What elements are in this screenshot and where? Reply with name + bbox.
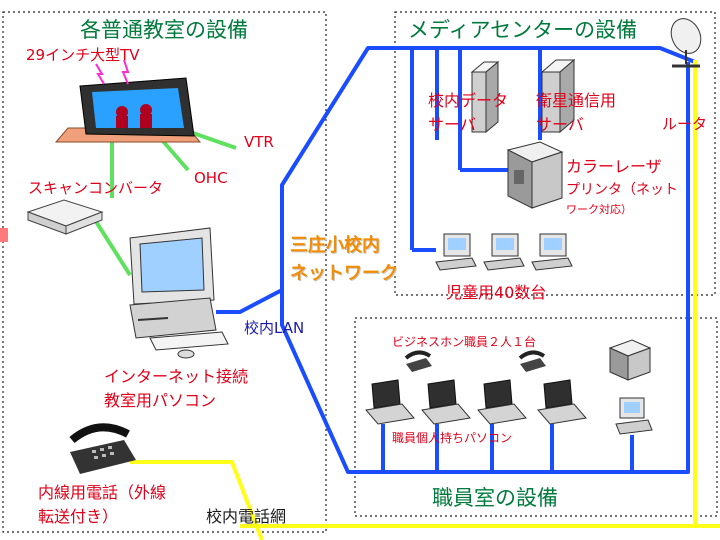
satellite-server-label-line2: サーバ (536, 115, 584, 134)
classroom-frame (2, 11, 327, 533)
data-server-label-line1: 校内データ (428, 91, 509, 110)
staff-pc-icon (615, 397, 653, 435)
business-phone-icons (404, 350, 546, 372)
lan-lines (216, 46, 696, 474)
extension-phone-label-line2: 転送付き） (38, 507, 119, 526)
media-center-section-title: メディアセンターの設備 (408, 18, 638, 42)
tv-icon (54, 59, 202, 143)
student-pcs-label: 児童用40数台 (446, 283, 547, 302)
router-label: ルータ (662, 115, 708, 133)
printer-label-line3: ワーク対応） (566, 203, 632, 216)
data-server-label-line2: サーバ (428, 115, 476, 134)
internet-pc-label-line2: 教室用パソコン (104, 391, 217, 410)
laptop-icon (421, 379, 471, 425)
laptop-icon (537, 379, 587, 425)
vtr-label: VTR (244, 133, 274, 151)
printer-icon (506, 141, 564, 209)
laptop-icon (365, 379, 415, 425)
student-pc-icons (435, 233, 573, 271)
scan-converter-icon (26, 199, 104, 235)
staff-room-frame (354, 317, 718, 517)
business-phone-icon (518, 350, 546, 372)
satellite-dish-icon (670, 18, 702, 68)
network-name-line2: ネットワーク (290, 263, 398, 284)
ohc-label: OHC (194, 169, 228, 187)
telephone-icon (69, 423, 136, 474)
satellite-server-icon (540, 58, 576, 134)
staff-pcs-label: 職員個人持ちパソコン (392, 431, 513, 445)
internet-pc-label-line1: インターネット接続 (104, 367, 249, 386)
edge-marker (0, 228, 8, 242)
student-pc-icon (483, 233, 525, 271)
tv-label: 29インチ大型TV (26, 46, 140, 64)
media-center-frame (394, 11, 716, 296)
business-phone-label: ビジネスホン職員２人１台 (392, 335, 537, 349)
phone-lines (130, 60, 720, 540)
scan-converter-label: スキャンコンバータ (28, 179, 164, 197)
student-pc-icon (435, 233, 477, 271)
business-phone-icon (404, 350, 432, 372)
classroom-pc-icon (129, 227, 229, 359)
laptop-icon (477, 379, 527, 425)
extension-phone-label-line1: 内線用電話（外線 (38, 483, 167, 502)
data-server-icon (470, 60, 500, 134)
printer-label-line2: プリンタ（ネット (566, 182, 678, 198)
classroom-section-title: 各普通教室の設備 (80, 18, 248, 42)
satellite-server-label-line1: 衛星通信用 (536, 91, 617, 110)
printer-label-line1: カラーレーザ (566, 157, 662, 176)
staff-laptop-icons (365, 379, 587, 425)
student-pc-icon (531, 233, 573, 271)
staff-room-section-title: 職員室の設備 (432, 486, 558, 510)
network-name-line1: 三庄小校内 (290, 235, 380, 256)
phone-network-label: 校内電話網 (206, 507, 287, 526)
school-lan-label: 校内LAN (244, 319, 305, 337)
staff-copier-icon (608, 339, 652, 381)
